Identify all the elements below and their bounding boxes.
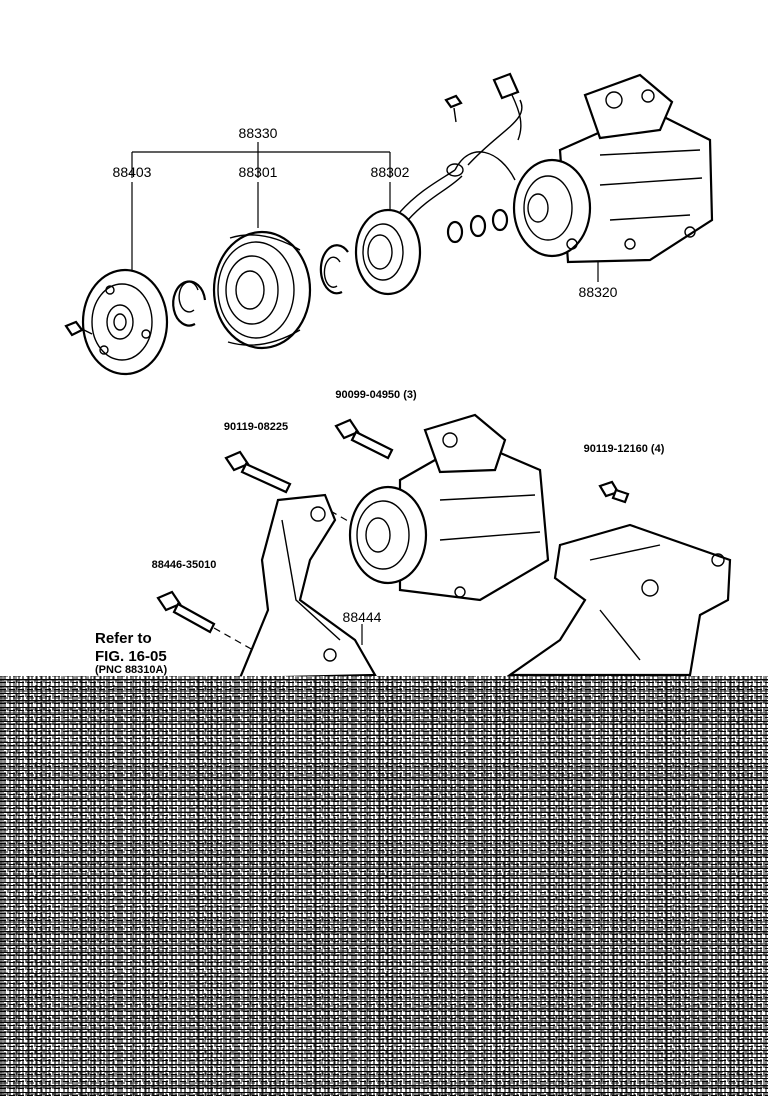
plate-bolt (64, 320, 93, 337)
label-88446-35010: 88446-35010 (152, 559, 217, 571)
label-88330: 88330 (239, 125, 278, 141)
stator-88302 (354, 169, 463, 296)
label-88302: 88302 (371, 164, 410, 180)
label-90099-04950: 90099-04950 (3) (335, 389, 417, 401)
label-90119-08225: 90119-08225 (224, 421, 288, 433)
pressure-plate-88403 (81, 268, 169, 376)
label-88403: 88403 (113, 164, 152, 180)
lower-labels: 90099-04950 (3) 90119-08225 90119-12160 … (95, 389, 665, 676)
upper-labels: 88330 88403 88301 88302 88320 (113, 125, 618, 300)
lower-compressor (348, 413, 550, 602)
bracket-88444 (238, 493, 377, 680)
shims (446, 208, 509, 244)
wire-harness (446, 72, 523, 181)
snap-ring-1 (172, 280, 207, 327)
harness-screw (444, 94, 463, 123)
label-88301: 88301 (239, 164, 278, 180)
ref-line-1: Refer to (95, 630, 152, 647)
bolt-90099-04950 (334, 418, 394, 460)
engine-mount (506, 523, 732, 677)
bolt-90119-12160 (598, 480, 630, 504)
label-90119-12160: 90119-12160 (4) (584, 443, 665, 455)
snap-ring-2 (319, 244, 349, 295)
ref-line-2: FIG. 16-05 (95, 648, 167, 665)
ref-line-3: (PNC 88310A) (95, 664, 167, 676)
compressor-88320 (512, 73, 714, 264)
group-bracket-88330 (131, 142, 391, 178)
scan-noise-band (0, 676, 768, 1096)
bolt-90119-08225 (224, 450, 292, 494)
label-88444: 88444 (343, 609, 382, 625)
bolt-88446-35010 (156, 590, 216, 634)
pulley-88301 (212, 230, 312, 350)
label-88320: 88320 (579, 284, 618, 300)
